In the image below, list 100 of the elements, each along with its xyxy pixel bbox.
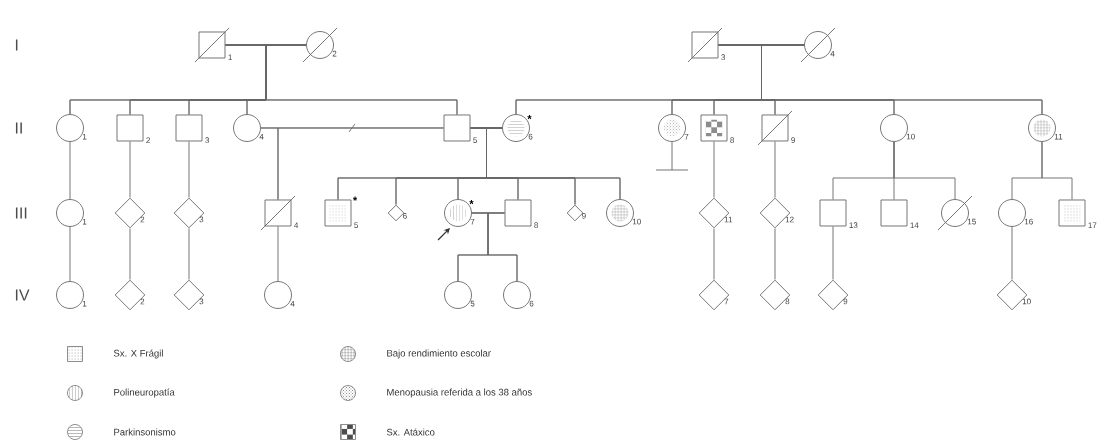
female-circle: [444, 281, 472, 309]
descent-line: [129, 141, 131, 198]
sex-unknown-diamond: [817, 279, 849, 311]
female-circle: [233, 114, 261, 142]
descent-line: [277, 127, 444, 200]
individual-number: 5: [473, 137, 477, 143]
individual-number: 1: [228, 54, 232, 60]
asterisk: *: [469, 200, 474, 205]
male-square: [687, 27, 723, 63]
individual-number: 10: [906, 133, 915, 140]
male-square: [260, 195, 296, 231]
descent-line: [1011, 226, 1013, 280]
female-circle: [658, 114, 686, 142]
male-square: [443, 114, 471, 142]
sex-unknown-diamond: [698, 197, 730, 229]
asterisk: *: [527, 115, 532, 120]
generation-label: II: [15, 122, 22, 134]
descent-line: [713, 228, 715, 280]
male-square: [175, 114, 203, 142]
descent-line: [129, 228, 131, 280]
male-square: [819, 199, 847, 227]
sex-unknown-diamond: [759, 279, 791, 311]
sex-unknown-diamond: [566, 204, 584, 222]
sex-unknown-diamond: [114, 197, 146, 229]
individual-number: 12: [785, 216, 794, 223]
individual-number: 7: [684, 133, 689, 140]
descent-line: [265, 44, 458, 115]
female-circle: [503, 281, 531, 309]
descent-line: [69, 141, 71, 200]
descent-line: [188, 228, 190, 280]
female-circle: [56, 281, 84, 309]
descent-line: [832, 226, 834, 280]
descent-line: [774, 141, 776, 198]
individual-number: 11: [1054, 133, 1063, 140]
legend-label: Polineuropatía: [114, 388, 175, 398]
descent-line: [713, 141, 715, 198]
individual-number: 1: [82, 218, 87, 225]
legend-label: Sx. X Frágil: [113, 349, 163, 359]
individual-number: 4: [294, 222, 299, 228]
female-circle: [606, 199, 634, 227]
female-circle: [444, 199, 472, 227]
male-square: [700, 114, 728, 142]
individual-number: 3: [205, 137, 209, 143]
individual-number: 2: [332, 50, 337, 57]
individual-number: 9: [791, 137, 795, 143]
descent-line: [277, 226, 279, 282]
female-circle: [880, 114, 908, 142]
descent-line: [1041, 141, 1073, 200]
individual-number: 3: [199, 216, 204, 223]
sex-unknown-diamond: [173, 279, 205, 311]
individual-number: 2: [146, 137, 150, 143]
legend-label: Bajo rendimiento escolar: [387, 349, 491, 359]
individual-number: 7: [724, 298, 729, 305]
sex-unknown-diamond: [114, 279, 146, 311]
descent-line: [487, 212, 518, 282]
legend-label: Sx. Atáxico: [386, 428, 435, 436]
descent-line: [774, 228, 776, 280]
individual-number: 7: [470, 218, 475, 225]
individual-number: 13: [849, 222, 858, 228]
female-circle: [998, 199, 1026, 227]
individual-number: 4: [259, 133, 264, 140]
individual-number: 10: [632, 218, 641, 225]
male-square: [194, 27, 230, 63]
individual-number: 2: [140, 298, 145, 305]
descent-line: [69, 226, 71, 282]
female-circle: [264, 281, 292, 309]
individual-number: 3: [199, 298, 204, 305]
male-square: [1058, 199, 1086, 227]
individual-number: 5: [354, 222, 358, 228]
individual-number: 1: [82, 300, 87, 307]
sex-unknown-diamond: [173, 197, 205, 229]
individual-number: 8: [785, 298, 790, 305]
generation-label: IV: [15, 289, 30, 301]
individual-number: 10: [1022, 298, 1031, 305]
individual-number: 11: [724, 216, 733, 223]
individual-number: 9: [843, 298, 848, 305]
legend-label: Parkinsonismo: [114, 428, 176, 436]
female-circle: [56, 114, 84, 142]
individual-number: 15: [967, 218, 976, 225]
individual-number: 9: [582, 213, 586, 219]
generation-label: III: [15, 207, 27, 219]
descent-line: [893, 141, 956, 200]
individual-number: 4: [830, 50, 835, 57]
generation-label: I: [15, 39, 18, 51]
individual-number: 1: [82, 133, 87, 140]
descent-line: [188, 141, 190, 198]
individual-number: 3: [721, 54, 725, 60]
individual-number: 6: [528, 133, 533, 140]
male-square: [880, 199, 908, 227]
male-square: [757, 110, 793, 146]
male-square: [116, 114, 144, 142]
sex-unknown-diamond: [698, 279, 730, 311]
sex-unknown-diamond: [387, 204, 405, 222]
individual-number: 8: [730, 137, 734, 143]
female-circle: [56, 199, 84, 227]
individual-number: 17: [1088, 222, 1097, 228]
female-circle: [302, 27, 338, 63]
legend-label: Menopausia referida a los 38 años: [387, 388, 532, 398]
female-circle: [1028, 114, 1056, 142]
individual-number: 16: [1024, 218, 1033, 225]
